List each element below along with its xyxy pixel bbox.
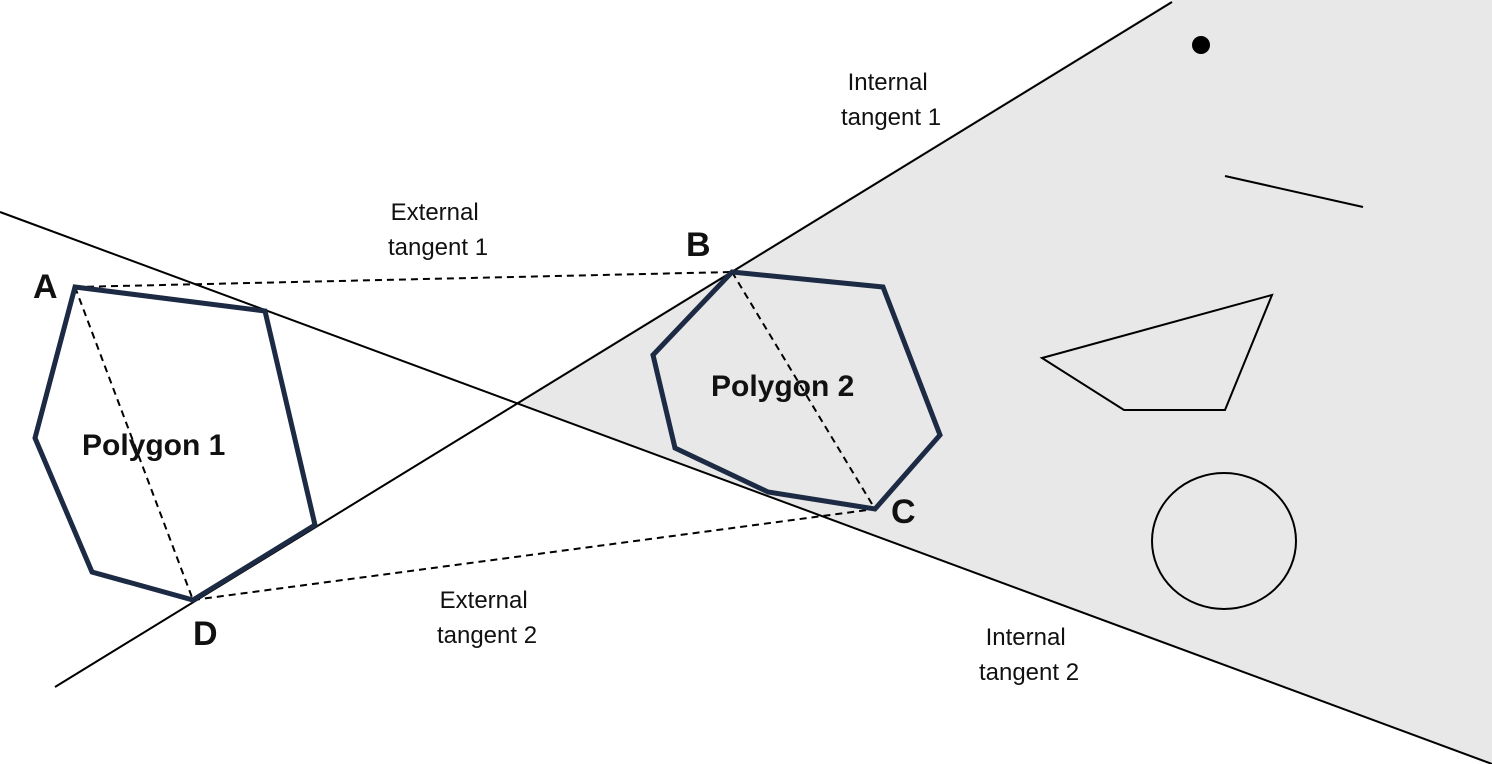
polygon-2: [650, 269, 943, 512]
shaded-region: [515, 0, 1492, 764]
point-d-label: D: [193, 615, 218, 653]
polygon-1-label: Polygon 1: [82, 429, 225, 462]
quadrilateral-shape: [1039, 293, 1274, 411]
diagonal-a-d: [74, 286, 194, 601]
external-tangent-2-label: External tangent 2: [437, 587, 537, 649]
external-tangent-2-line: [192, 508, 876, 601]
internal-tangent-2-label: Internal tangent 2: [979, 624, 1079, 686]
diagonal-b-c: [731, 271, 876, 510]
external-tangent-1-line: [74, 271, 733, 288]
polygon-1: [32, 284, 318, 603]
polygon-2-label: Polygon 2: [711, 370, 854, 403]
point-b-label: B: [686, 226, 711, 264]
internal-tangent-2-line: [0, 211, 1492, 764]
ellipse-shape: [1151, 472, 1297, 610]
internal-tangent-1-label: Internal tangent 1: [841, 69, 941, 131]
dot-shape: [1192, 36, 1210, 54]
point-a-label: A: [33, 268, 58, 306]
external-tangent-1-label: External tangent 1: [388, 199, 488, 261]
segment-shape: [1224, 175, 1364, 208]
point-c-label: C: [891, 493, 916, 531]
